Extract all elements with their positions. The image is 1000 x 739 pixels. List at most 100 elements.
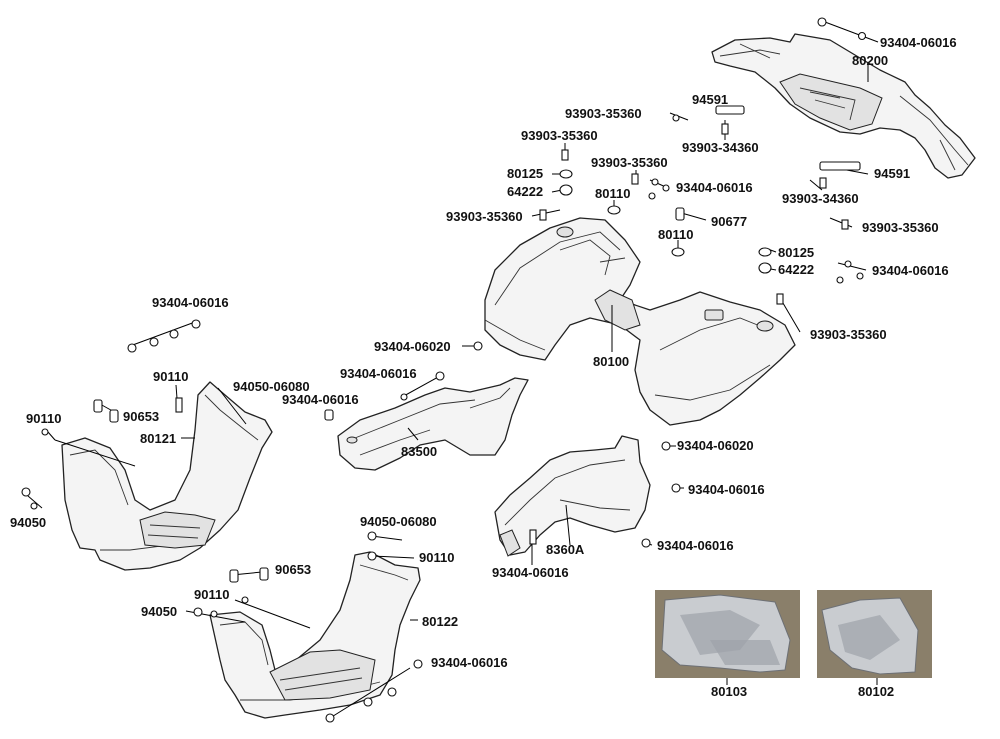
bolt-icon: [21, 487, 31, 497]
bolt-icon: [435, 371, 445, 381]
part-label-93404-06016: 93404-06016: [340, 366, 417, 381]
part-label-94050-06080: 94050-06080: [360, 514, 437, 529]
part-label-64222: 64222: [507, 184, 543, 199]
bolt-icon: [210, 610, 218, 618]
bolt-icon: [241, 596, 249, 604]
part-label-90677: 90677: [711, 214, 747, 229]
part-label-94591: 94591: [692, 92, 728, 107]
part-label-93404-06020: 93404-06020: [374, 339, 451, 354]
part-label-94050: 94050: [141, 604, 177, 619]
front-fender-80100: [484, 217, 796, 426]
part-label-93404-06016: 93404-06016: [152, 295, 229, 310]
part-label-80125: 80125: [507, 166, 543, 181]
footrest-80121: [61, 381, 273, 571]
bolt-icon: [169, 329, 179, 339]
part-label-93404-06016: 93404-06016: [880, 35, 957, 50]
part-label-94591: 94591: [874, 166, 910, 181]
part-label-94050: 94050: [10, 515, 46, 530]
bolt-icon: [400, 393, 408, 401]
part-label-80110: 80110: [658, 227, 693, 242]
side-cover-83500: [337, 377, 529, 471]
part-label-8360A: 8360A: [546, 542, 585, 557]
washer-icon: [819, 161, 861, 171]
washer-icon: [715, 105, 745, 115]
part-label-93404-06016: 93404-06016: [282, 392, 359, 407]
bolt-icon: [30, 502, 38, 510]
part-label-80125: 80125: [778, 245, 814, 260]
bolt-icon: [367, 551, 377, 561]
bolt-icon: [149, 337, 159, 347]
bolt-icon: [473, 341, 483, 351]
part-label-90110: 90110: [194, 587, 229, 602]
screw-icon: [561, 149, 569, 161]
bolt-icon: [648, 192, 656, 200]
screw-icon: [776, 293, 784, 305]
part-label-93404-06016: 93404-06016: [657, 538, 734, 553]
screw-icon: [529, 529, 537, 545]
clip-icon: [259, 567, 269, 581]
screw-icon: [175, 397, 183, 413]
bolt-icon: [662, 184, 670, 192]
bolt-icon: [661, 441, 671, 451]
clip-icon: [109, 409, 119, 423]
clip-icon: [93, 399, 103, 413]
bolt-icon: [856, 272, 864, 280]
screw-icon: [819, 177, 827, 189]
part-label-93903-34360: 93903-34360: [682, 140, 759, 155]
bolt-icon: [836, 276, 844, 284]
bolt-icon: [363, 697, 373, 707]
part-label-80103: 80103: [711, 684, 747, 699]
part-label-64222: 64222: [778, 262, 814, 277]
part-label-90110: 90110: [153, 369, 188, 384]
part-label-93903-35360: 93903-35360: [862, 220, 939, 235]
part-labels: 93404-06016 80200 94591 93903-35360 9390…: [10, 35, 957, 699]
rear-carrier-80200: [711, 33, 976, 179]
part-label-80100: 80100: [593, 354, 629, 369]
bolt-icon: [671, 483, 681, 493]
clip-icon: [229, 569, 239, 583]
screw-icon: [721, 123, 729, 135]
grommet-icon: [559, 169, 573, 179]
part-label-94050-06080: 94050-06080: [233, 379, 310, 394]
part-label-90653: 90653: [275, 562, 311, 577]
part-label-93404-06016: 93404-06016: [431, 655, 508, 670]
grommet-icon: [758, 262, 772, 274]
part-label-80110: 80110: [595, 186, 630, 201]
part-label-80200: 80200: [852, 53, 888, 68]
part-label-93903-35360: 93903-35360: [591, 155, 668, 170]
part-label-93404-06020: 93404-06020: [677, 438, 754, 453]
bolt-icon: [641, 538, 651, 548]
fasteners: [21, 17, 867, 723]
part-label-93903-35360: 93903-35360: [565, 106, 642, 121]
screw-icon: [631, 173, 639, 185]
part-label-93404-06016: 93404-06016: [872, 263, 949, 278]
part-label-90110: 90110: [419, 550, 454, 565]
grommet-icon: [559, 184, 573, 196]
screw-icon: [539, 209, 547, 221]
bolt-icon: [191, 319, 201, 329]
clip-icon: [675, 207, 685, 221]
part-label-80121: 80121: [140, 431, 176, 446]
part-label-80102: 80102: [858, 684, 894, 699]
part-label-83500: 83500: [401, 444, 437, 459]
bolt-icon: [413, 659, 423, 669]
bolt-icon: [127, 343, 137, 353]
part-label-93404-06016: 93404-06016: [492, 565, 569, 580]
bolt-icon: [857, 31, 867, 41]
grommet-icon: [758, 247, 772, 257]
bolt-icon: [672, 114, 680, 122]
part-label-93404-06016: 93404-06016: [676, 180, 753, 195]
part-label-90110: 90110: [26, 411, 61, 426]
bolt-icon: [325, 713, 335, 723]
part-label-80122: 80122: [422, 614, 458, 629]
bolt-icon: [193, 607, 203, 617]
part-label-93903-35360: 93903-35360: [810, 327, 887, 342]
footrest-80122: [209, 551, 421, 719]
bolt-icon: [817, 17, 827, 27]
photo-heat-shield-80102: [817, 590, 932, 678]
part-label-93404-06016: 93404-06016: [688, 482, 765, 497]
clip-icon: [324, 409, 334, 421]
part-label-93903-35360: 93903-35360: [521, 128, 598, 143]
bolt-icon: [844, 260, 852, 268]
